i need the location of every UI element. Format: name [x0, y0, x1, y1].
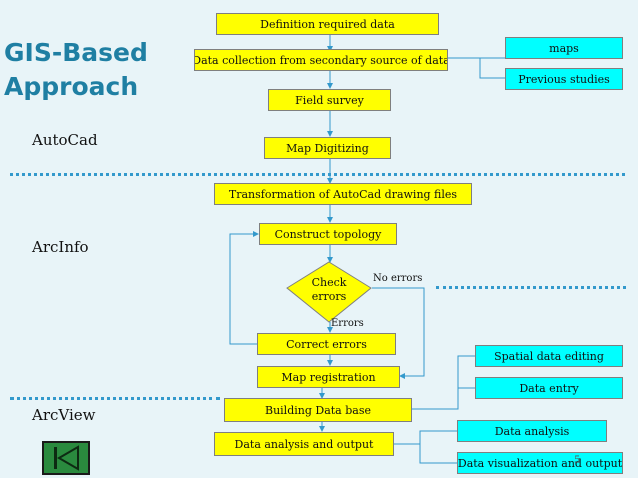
section-label-arcview: ArcView: [32, 406, 96, 424]
box-maps: maps: [505, 37, 623, 59]
title-line-1: GIS-Based: [4, 38, 148, 67]
box-data-visualization: Data visualization and output: [457, 452, 623, 474]
box-field-survey: Field survey: [268, 89, 391, 111]
box-data-collection: Data collection from secondary source of…: [194, 49, 448, 71]
separator-autocad-arcinfo: [10, 173, 625, 176]
box-building-data-base: Building Data base: [224, 398, 412, 422]
label-no-errors: No errors: [373, 273, 423, 284]
box-construct-topology: Construct topology: [259, 223, 397, 245]
box-data-entry: Data entry: [475, 377, 623, 399]
box-map-registration: Map registration: [257, 366, 400, 388]
box-previous-studies: Previous studies: [505, 68, 623, 90]
separator-arcview-right: [436, 286, 626, 289]
box-spatial-data-editing: Spatial data editing: [475, 345, 623, 367]
section-label-autocad: AutoCad: [32, 131, 98, 149]
box-data-analysis: Data analysis: [457, 420, 607, 442]
nav-back-button[interactable]: [42, 441, 90, 475]
title-line-2: Approach: [4, 72, 139, 101]
box-map-digitizing: Map Digitizing: [264, 137, 391, 159]
skip-back-icon: [44, 443, 88, 473]
slide-title: GIS-Based Approach: [4, 36, 148, 104]
box-transformation: Transformation of AutoCad drawing files: [214, 183, 472, 205]
section-label-arcinfo: ArcInfo: [32, 238, 89, 256]
decision-check-errors: Check errors: [311, 276, 347, 303]
page-number: 5: [574, 455, 581, 466]
box-data-analysis-and-output: Data analysis and output: [214, 432, 394, 456]
separator-arcview-left: [10, 397, 220, 400]
box-correct-errors: Correct errors: [257, 333, 396, 355]
box-definition-required-data: Definition required data: [216, 13, 439, 35]
label-errors: Errors: [331, 318, 364, 329]
